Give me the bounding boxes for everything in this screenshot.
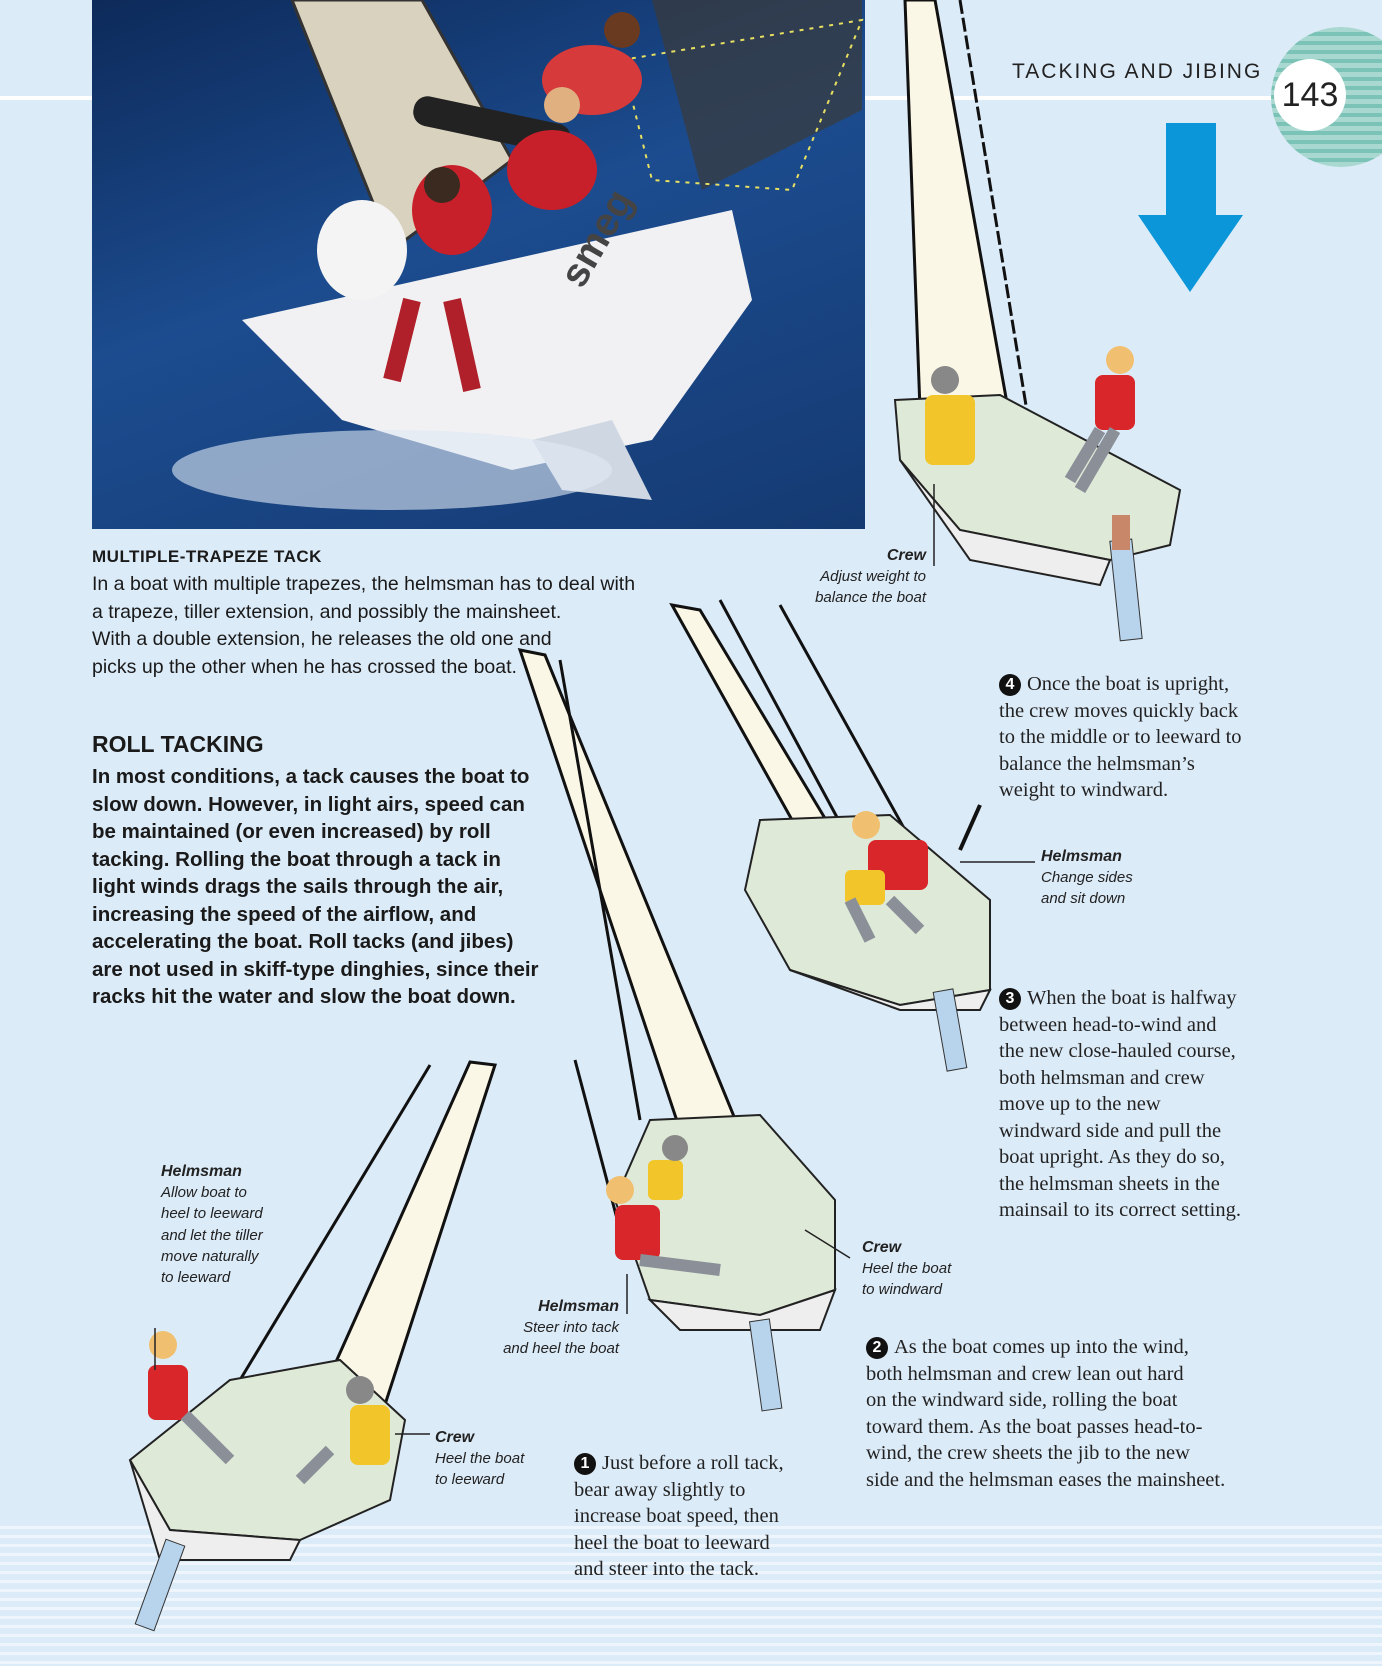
step-3: 3 When the boat is halfway between head-t… — [999, 985, 1241, 1224]
text-line: Just before a roll tack, — [602, 1452, 784, 1474]
section-title: TACKING AND JIBING — [1012, 60, 1263, 83]
text-line: to the middle or to leeward to — [999, 726, 1242, 748]
step-4: 4 Once the boat is upright, the crew move… — [999, 671, 1242, 804]
text-line: weight to windward. — [999, 779, 1169, 801]
caption-helmsman-step2: Helmsman Steer into tack and heel the bo… — [419, 1296, 619, 1360]
text-line: accelerating the boat. Roll tacks (and j… — [92, 930, 514, 953]
caption-line: to windward — [862, 1281, 943, 1299]
caption-title: Helmsman — [538, 1298, 619, 1315]
text-line: picks up the other when he has crossed t… — [92, 655, 517, 678]
caption-line: heel to leeward — [161, 1205, 263, 1223]
caption-line: to leeward — [435, 1471, 505, 1489]
text-line: When the boat is halfway — [1027, 987, 1237, 1009]
caption-line: to leeward — [161, 1269, 231, 1287]
text-line: between head-to-wind and — [999, 1013, 1217, 1036]
caption-line: Heel the boat — [435, 1450, 525, 1468]
step-number-badge: 1 — [574, 1453, 596, 1475]
step-number-badge: 4 — [999, 674, 1021, 696]
caption-line: balance the boat — [815, 589, 926, 607]
caption-title: Crew — [862, 1239, 902, 1256]
text-line: mainsail to its correct setting. — [999, 1199, 1241, 1221]
text-line: increasing the speed of the airflow, and — [92, 902, 477, 926]
text-line: move up to the new — [999, 1093, 1161, 1115]
caption-line: and sit down — [1041, 890, 1126, 908]
caption-line: Adjust weight to — [820, 568, 926, 586]
caption-crew-step2: Crew Heel the boat to windward — [862, 1237, 951, 1301]
text-line: be maintained (or even increased) by rol… — [92, 820, 491, 843]
text-line: In a boat with multiple trapezes, the he… — [92, 573, 636, 595]
boat-step-1 — [128, 1060, 497, 1632]
page-number: 143 — [1274, 59, 1346, 131]
text-line: In most conditions, a tack causes the bo… — [92, 765, 530, 788]
text-line: Once the boat is upright, — [1027, 673, 1230, 695]
caption-title: Crew — [435, 1429, 475, 1446]
text-line: slow down. However, in light airs, speed… — [92, 792, 525, 816]
caption-title: Helmsman — [161, 1163, 242, 1180]
caption-helmsman-step1: Helmsman Allow boat to heel to leeward a… — [161, 1161, 263, 1288]
text-line: boat upright. As they do so, — [999, 1146, 1226, 1168]
text-line: racks hit the water and slow the boat do… — [92, 985, 516, 1008]
caption-helmsman-step3: Helmsman Change sides and sit down — [1041, 846, 1133, 910]
text-line: light winds drags the sails through the … — [92, 875, 504, 898]
text-line: the crew moves quickly back — [999, 699, 1239, 722]
text-line: wind, the crew sheets the jib to the new — [866, 1442, 1190, 1464]
header-rule — [865, 96, 1285, 100]
step-2: 2 As the boat comes up into the wind, bot… — [866, 1334, 1225, 1493]
text-line: both helmsman and crew lean out hard — [866, 1362, 1184, 1385]
caption-line: move naturally — [161, 1247, 259, 1265]
text-line: toward them. As the boat passes head-to- — [866, 1415, 1203, 1438]
text-line: both helmsman and crew — [999, 1066, 1205, 1089]
down-arrow-icon — [1138, 123, 1243, 292]
caption-line: and let the tiller — [161, 1226, 263, 1244]
caption-line: Heel the boat — [862, 1260, 952, 1278]
multiple-trapeze-heading: MULTIPLE-TRAPEZE TACK — [92, 547, 322, 566]
text-line: windward side and pull the — [999, 1119, 1222, 1142]
caption-crew-step1: Crew Heel the boat to leeward — [435, 1427, 524, 1491]
text-line: are not used in skiff-type dinghies, sin… — [92, 957, 539, 981]
text-line: side and the helmsman eases the mainshee… — [866, 1468, 1226, 1491]
caption-line: Change sides — [1041, 869, 1133, 887]
step-number-badge: 3 — [999, 988, 1021, 1010]
caption-line: Steer into tack — [523, 1319, 619, 1337]
text-line: and steer into the tack. — [574, 1558, 760, 1580]
text-line: on the windward side, rolling the boat — [866, 1389, 1178, 1411]
header-rule — [0, 96, 92, 100]
text-line: the new close-hauled course, — [999, 1040, 1236, 1062]
text-line: increase boat speed, then — [574, 1505, 779, 1527]
skiff-photo: smeg — [92, 0, 865, 529]
text-line: heel the boat to leeward — [574, 1531, 770, 1554]
caption-title: Crew — [886, 547, 926, 564]
caption-crew-step4: Crew Adjust weight to balance the boat — [726, 545, 926, 609]
caption-line: and heel the boat — [503, 1340, 619, 1358]
text-line: the helmsman sheets in the — [999, 1172, 1220, 1195]
boat-step-4 — [893, 0, 1182, 642]
caption-line: Allow boat to — [161, 1184, 247, 1202]
boat-step-3 — [669, 599, 992, 1072]
text-line: bear away slightly to — [574, 1478, 746, 1501]
text-line: tacking. Rolling the boat through a tack… — [92, 847, 501, 871]
text-line: As the boat comes up into the wind, — [894, 1336, 1189, 1358]
boat-step-2 — [517, 648, 837, 1412]
step-number-badge: 2 — [866, 1337, 888, 1359]
caption-title: Helmsman — [1041, 848, 1122, 865]
step-1: 1 Just before a roll tack, bear away slig… — [574, 1450, 784, 1583]
roll-tacking-heading: ROLL TACKING — [92, 731, 264, 757]
text-line: a trapeze, tiller extension, and possibl… — [92, 600, 562, 623]
text-line: With a double extension, he releases the… — [92, 628, 552, 650]
roll-tacking-body: In most conditions, a tack causes the bo… — [92, 763, 572, 1011]
multiple-trapeze-body: In a boat with multiple trapezes, the he… — [92, 571, 652, 681]
text-line: balance the helmsman’s — [999, 752, 1195, 775]
